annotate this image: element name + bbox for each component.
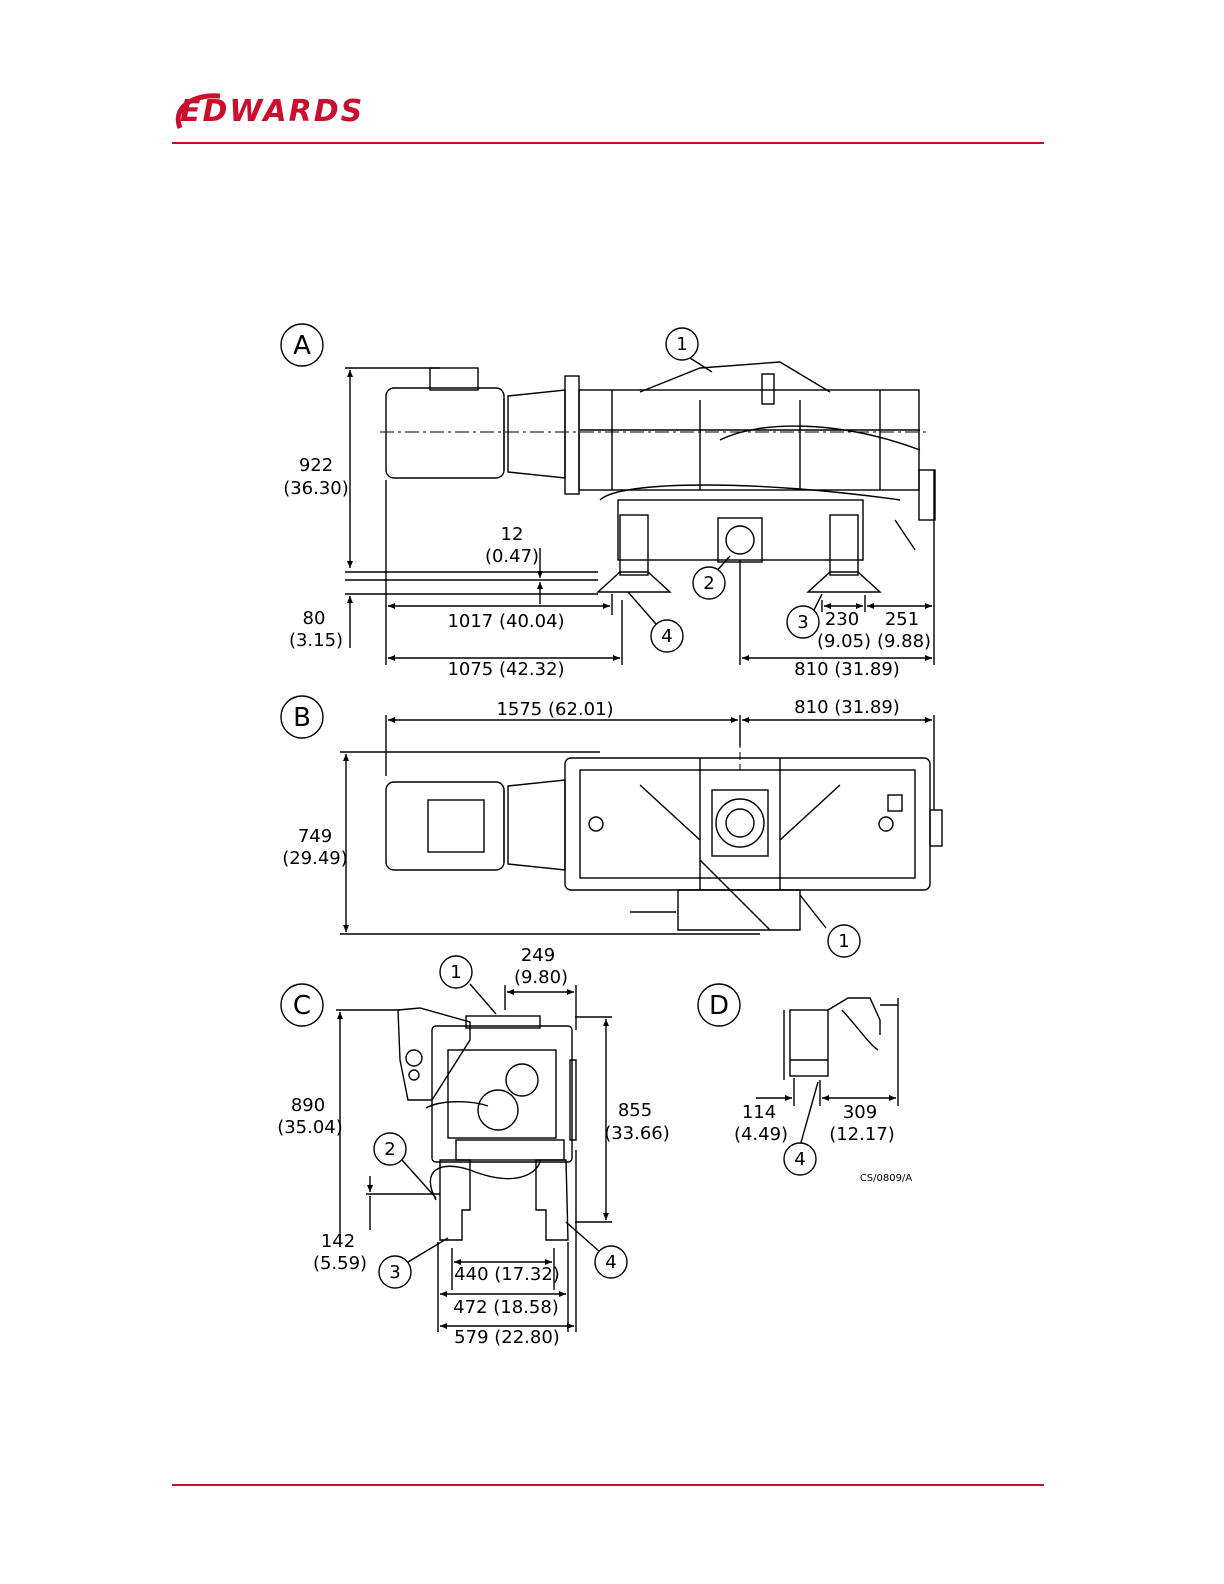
dim-c-249-in: (9.80) <box>514 967 568 988</box>
dim-a-922-in: (36.30) <box>283 478 349 499</box>
dim-a-251: 251 <box>885 609 919 630</box>
callout-c-3: 3 <box>389 1262 400 1283</box>
dim-d-114: 114 <box>742 1102 776 1123</box>
callout-b-1: 1 <box>838 931 849 952</box>
dim-a-80-in: (3.15) <box>289 630 343 651</box>
view-d-outline <box>784 998 898 1080</box>
view-b-dimensions <box>340 715 934 934</box>
dim-c-142-in: (5.59) <box>313 1253 367 1274</box>
callout-a-2: 2 <box>703 573 714 594</box>
callout-a-4: 4 <box>661 626 672 647</box>
figure-reference: CS/0809/A <box>860 1173 913 1184</box>
callout-c-4: 4 <box>605 1252 616 1273</box>
dim-a-80: 80 <box>303 608 326 629</box>
dim-a-12-in: (0.47) <box>485 546 539 567</box>
dim-c-472: 472 (18.58) <box>453 1297 559 1318</box>
callout-a-1: 1 <box>676 334 687 355</box>
dim-b-749: 749 <box>298 826 332 847</box>
dim-a-230: 230 <box>825 609 859 630</box>
dim-a-1075: 1075 (42.32) <box>447 659 564 680</box>
view-b-outline <box>386 740 942 930</box>
dim-c-579: 579 (22.80) <box>454 1327 560 1348</box>
dim-b-1575: 1575 (62.01) <box>496 699 613 720</box>
dim-c-890-in: (35.04) <box>277 1117 343 1138</box>
dim-a-1017: 1017 (40.04) <box>447 611 564 632</box>
dim-a-12: 12 <box>501 524 524 545</box>
dim-a-810: 810 (31.89) <box>794 659 900 680</box>
dim-a-230-in: (9.05) <box>817 631 871 652</box>
dim-d-309: 309 <box>843 1102 877 1123</box>
dim-c-855: 855 <box>618 1100 652 1121</box>
dim-c-890: 890 <box>291 1095 325 1116</box>
dim-c-142: 142 <box>321 1231 355 1252</box>
dim-a-251-in: (9.88) <box>877 631 931 652</box>
dim-d-114-in: (4.49) <box>734 1124 788 1145</box>
view-d-label: D <box>709 991 729 1021</box>
dim-c-440: 440 (17.32) <box>454 1264 560 1285</box>
dim-a-922: 922 <box>299 455 333 476</box>
callout-c-1: 1 <box>450 962 461 983</box>
view-c-outline <box>398 1008 576 1240</box>
view-a-label: A <box>293 331 311 361</box>
dim-d-309-in: (12.17) <box>829 1124 895 1145</box>
dim-b-749-in: (29.49) <box>282 848 348 869</box>
callout-d-4: 4 <box>794 1149 805 1170</box>
callout-a-3: 3 <box>797 612 808 633</box>
dim-b-810: 810 (31.89) <box>794 697 900 718</box>
view-c-label: C <box>293 991 311 1021</box>
dim-c-855-in: (33.66) <box>604 1123 670 1144</box>
callout-c-2: 2 <box>384 1139 395 1160</box>
dim-c-249: 249 <box>521 945 555 966</box>
view-a-outline <box>386 362 935 592</box>
view-b-label: B <box>293 703 311 733</box>
